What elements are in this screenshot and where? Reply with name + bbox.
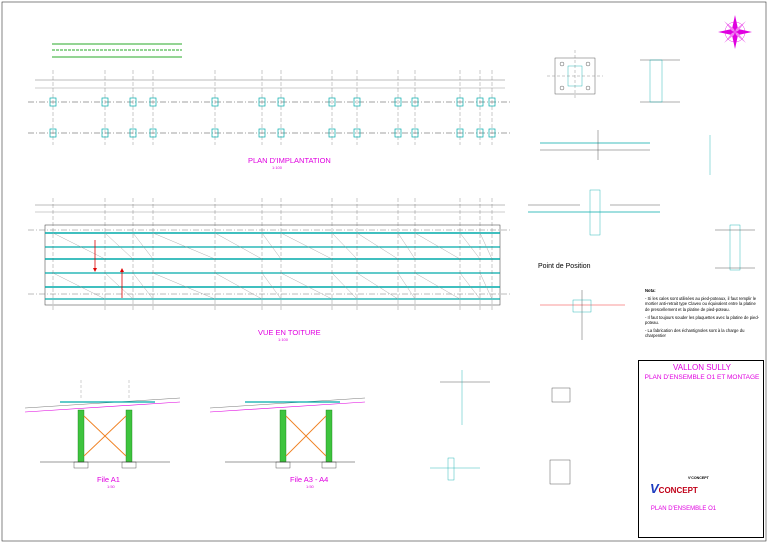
file-a1-scale: 1:50 (107, 484, 115, 489)
detail-views (430, 50, 755, 485)
plan-implantation-scale: 1:100 (272, 165, 283, 170)
notes-block: Nota: - Si les cales sont utilisées au p… (645, 288, 760, 342)
file-a1-elevation (24, 380, 181, 469)
logo-text: CONCEPT (658, 486, 698, 495)
plan-name: PLAN D'ENSEMBLE O1 ET MONTAGE (644, 374, 760, 381)
vue-toiture-title: VUE EN TOITURE (258, 328, 321, 337)
company-logo: VCONCEPT (650, 481, 698, 496)
logo-v: V (650, 481, 659, 496)
notes-title: Nota: (645, 288, 656, 293)
compass-rose-icon (718, 15, 752, 49)
note-item: - La fabrication des échantignoles sont … (645, 328, 745, 339)
file-a3-a4-elevation (209, 397, 366, 469)
note-item: - Si les cales sont utilisées au pied-po… (645, 296, 757, 312)
file-a3-a4-scale: 1:50 (306, 484, 314, 489)
file-a1-title: File A1 (97, 475, 120, 484)
vue-toiture (28, 198, 510, 312)
title-block: VALLON SULLY PLAN D'ENSEMBLE O1 ET MONTA… (638, 360, 764, 538)
plan-footer: PLAN D'ENSEMBLE O1 (650, 506, 717, 512)
point-de-position-label: Point de Position (538, 263, 591, 270)
plan-implantation (28, 70, 510, 145)
plan-implantation-title: PLAN D'IMPLANTATION (248, 156, 331, 165)
note-item: - Il faut toujours souder les plaquettes… (645, 314, 760, 326)
company-name: V'CONCEPT (688, 476, 709, 480)
file-a3-a4-title: File A3 - A4 (290, 475, 329, 484)
project-name: VALLON SULLY (673, 363, 731, 372)
vue-toiture-scale: 1:100 (278, 337, 289, 342)
